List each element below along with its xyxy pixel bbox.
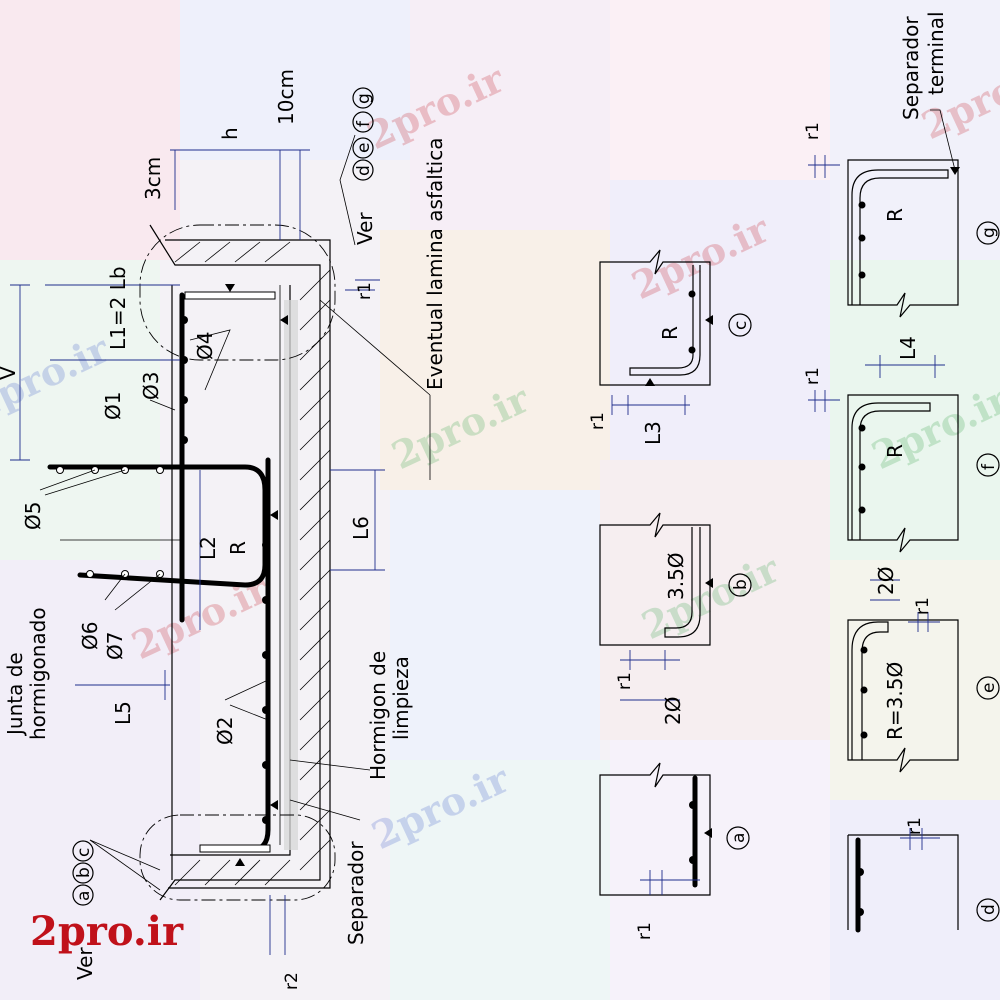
l6-label: L6 <box>349 516 373 540</box>
watermark: 2pro.ir <box>635 546 787 649</box>
detail-f-l4: L4 <box>896 336 920 360</box>
detail-c-tag: c <box>731 321 751 330</box>
site-logo: 2pro.ir <box>30 908 184 955</box>
dim-r1: r1 <box>355 282 375 300</box>
ref-a: a <box>74 891 94 901</box>
phi3-label: Ø3 <box>139 372 163 400</box>
ref-b: b <box>74 867 94 878</box>
ver-abc-label: Ver <box>73 947 97 980</box>
rebar-phi5-phi7 <box>47 464 268 588</box>
separator-marks <box>225 284 288 866</box>
longitudinal-bars <box>56 316 270 824</box>
lamina-label: Eventual lamina asfaltica <box>423 138 447 390</box>
rebar-top-hook <box>184 291 276 300</box>
detail-e-tag: e <box>979 683 999 693</box>
l2-label: L2 <box>196 536 220 560</box>
detail-b-tag: b <box>731 579 751 590</box>
detail-g-r: R <box>883 208 907 222</box>
watermark: 2pro.ir <box>385 376 537 479</box>
detail-g-sep-2: terminal <box>924 11 948 95</box>
detail-e-radius: R=3.5Ø <box>883 662 907 740</box>
soil-hatch <box>174 241 331 886</box>
detail-e-2phi: 2Ø <box>874 567 898 595</box>
separador-label: Separador <box>344 841 368 945</box>
detail-c-r1: r1 <box>588 412 608 430</box>
detail-b-r1: r1 <box>615 672 635 690</box>
dimension-lines <box>10 149 385 955</box>
main-section: Ver 10cm h 3cm r1 Eventual lamina asfalt… <box>0 69 447 990</box>
phi6-label: Ø6 <box>78 622 102 650</box>
r-label: R <box>226 541 250 555</box>
detail-g-tag: g <box>979 227 999 238</box>
detail-c: c R r1 L3 <box>588 249 752 445</box>
detail-d-tag: d <box>979 904 999 915</box>
junta-label-2: hormigonado <box>26 607 50 740</box>
phi2-label: Ø2 <box>213 717 237 745</box>
detail-g-sep-1: Separador <box>899 16 923 120</box>
hormigon-label-2: limpieza <box>389 656 413 740</box>
ref-d: d <box>354 165 374 176</box>
detail-g-r1: r1 <box>803 122 823 140</box>
detail-e-r1: r1 <box>913 597 933 615</box>
rebar-bottom-hook <box>199 844 271 853</box>
detail-a-r1: r1 <box>635 922 655 940</box>
detail-b-bend: 3.5Ø <box>664 552 688 600</box>
l5-label: L5 <box>111 701 135 725</box>
hormigon-label-1: Hormigon de <box>366 651 390 780</box>
lap-zone-bottom <box>139 814 336 901</box>
detail-d: d r1 <box>847 817 1000 933</box>
leader-lines <box>39 134 431 891</box>
dim-10cm: 10cm <box>274 69 298 125</box>
v-label: V <box>0 366 20 380</box>
detail-d-r1: r1 <box>905 817 925 835</box>
phi7-label: Ø7 <box>103 632 127 660</box>
l1-lb-label: L1=2 Lb <box>106 266 130 350</box>
detail-e: e R=3.5Ø 2Ø r1 <box>847 567 1000 773</box>
dim-h: h <box>218 127 242 140</box>
detail-g: g R r1 Separador terminal <box>803 11 1000 318</box>
ver-defg-label: Ver <box>353 212 377 245</box>
detail-f-r1: r1 <box>803 367 823 385</box>
phi5-label: Ø5 <box>21 502 45 530</box>
circled-refs <box>72 87 374 906</box>
watermark: 2pro.ir <box>625 206 777 309</box>
junta-label-1: Junta de <box>3 652 27 737</box>
detail-b-2phi: 2Ø <box>661 697 685 725</box>
watermark: 2pro.ir <box>865 376 1000 479</box>
phi4-label: Ø4 <box>193 332 217 360</box>
detail-a-tag: a <box>729 833 749 843</box>
ref-f: f <box>354 120 374 127</box>
detail-f-tag: f <box>979 463 999 470</box>
detail-b: b 3.5Ø r1 2Ø <box>599 512 752 725</box>
detail-a: a r1 <box>599 762 750 940</box>
detail-c-r: R <box>658 326 682 340</box>
detail-c-l3: L3 <box>641 421 665 445</box>
ref-g: g <box>354 93 374 104</box>
dim-3cm: 3cm <box>141 157 165 200</box>
ref-e: e <box>354 143 374 153</box>
lap-zone-top <box>139 224 336 361</box>
detail-f-r: R <box>883 444 907 458</box>
ref-c: c <box>74 848 94 857</box>
dim-r2: r2 <box>282 972 302 990</box>
detail-f: f R r1 L4 <box>803 336 1000 553</box>
phi1-label: Ø1 <box>101 392 125 420</box>
